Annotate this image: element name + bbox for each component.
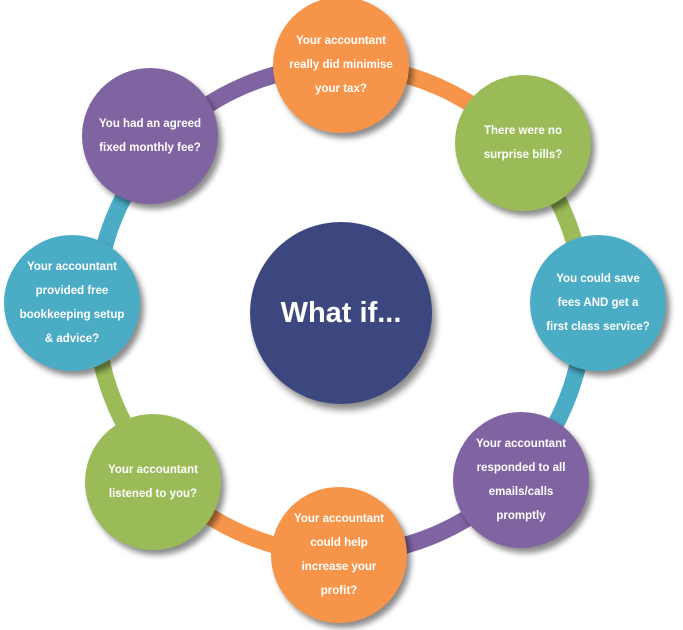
node-line: provided free — [35, 285, 109, 297]
node-line: surprise bills? — [483, 149, 563, 161]
node-line: increase your — [301, 561, 377, 573]
center-circle: What if... — [250, 222, 432, 404]
node-line: Your accountant — [294, 513, 384, 525]
node-line: You could save — [556, 273, 640, 285]
node-line: your tax? — [315, 83, 367, 95]
node-line: really did minimise — [289, 59, 393, 71]
node-line: emails/calls — [488, 486, 554, 498]
node-left: Your accountant provided free bookkeeping … — [4, 235, 140, 371]
node-bottom-right: Your accountant responded to all emails/ca… — [453, 412, 589, 548]
node-line: promptly — [496, 510, 546, 522]
node-line: bookkeeping setup — [19, 309, 125, 321]
node-line: first class service? — [546, 321, 650, 333]
node-line: You had an agreed — [98, 118, 202, 130]
node-bottom-left: Your accountant listened to you? — [85, 414, 221, 550]
node-line: Your accountant — [27, 261, 117, 273]
node-top: Your accountant really did minimise your t… — [273, 0, 409, 133]
node-line: fees AND get a — [557, 297, 639, 309]
node-line: profit? — [320, 585, 358, 597]
node-line: fixed monthly fee? — [99, 142, 201, 154]
node-line: Your accountant — [296, 35, 386, 47]
node-line: could help — [310, 537, 368, 549]
node-line: responded to all — [476, 462, 566, 474]
node-line: listened to you? — [108, 488, 198, 500]
node-line: & advice? — [44, 333, 100, 345]
node-bottom: Your accountant could help increase your pr… — [271, 487, 407, 623]
node-line: There were no — [484, 125, 562, 137]
center-title: What if... — [280, 296, 402, 329]
node-line: Your accountant — [108, 464, 198, 476]
node-top-right: There were no surprise bills? — [455, 75, 591, 211]
node-line: Your accountant — [476, 438, 566, 450]
node-right: You could save fees AND get a first class … — [530, 235, 666, 371]
node-top-left: You had an agreed fixed monthly fee? — [82, 68, 218, 204]
